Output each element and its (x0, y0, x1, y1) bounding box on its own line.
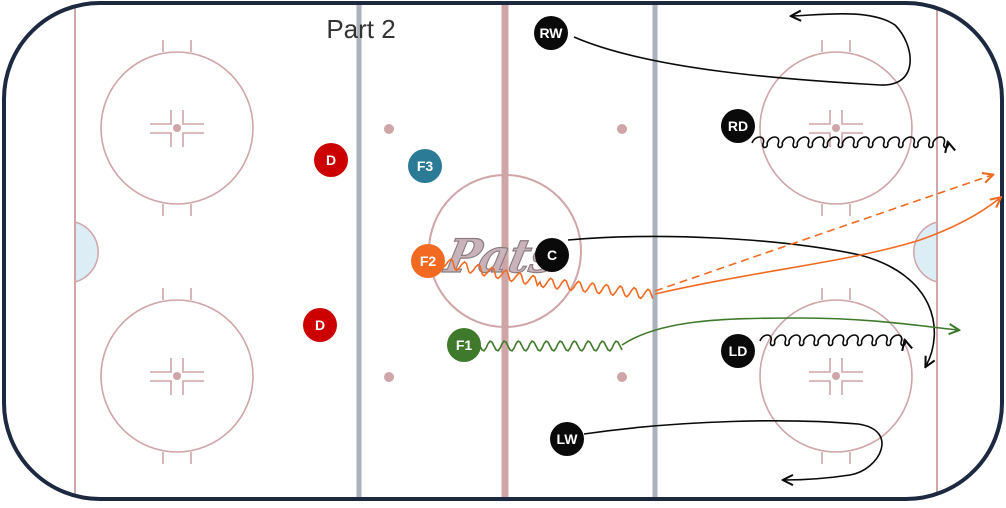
player-circle (550, 422, 584, 456)
player-token-d-bottom: D (303, 308, 337, 342)
neutral-dot (617, 372, 627, 382)
player-label: C (547, 247, 557, 263)
neutral-dot (617, 124, 627, 134)
rw-skate-path (573, 14, 911, 86)
left-goal-crease (74, 221, 99, 283)
player-label: RD (728, 118, 748, 134)
player-circle (534, 16, 568, 50)
player-label: F1 (456, 337, 473, 353)
faceoff-circle-left-top (100, 40, 254, 216)
faceoff-dot-right-top (832, 124, 840, 132)
right-goal-crease (913, 221, 938, 283)
rd-backward-skate-path (751, 136, 948, 148)
faceoff-dot-left-top (173, 124, 181, 132)
player-circle (721, 109, 755, 143)
player-token-f3: F3 (408, 149, 442, 183)
neutral-dot (384, 372, 394, 382)
faceoff-dot-left-bottom (173, 372, 181, 380)
player-label: RW (539, 25, 563, 41)
ld-backward-skate-path (759, 334, 905, 346)
faceoff-circle-right-bottom (759, 288, 913, 464)
player-token-rw: RW (534, 16, 568, 50)
faceoff-circle-right-top (759, 40, 913, 216)
player-token-rd: RD (721, 109, 755, 143)
player-token-f2: F2 (411, 244, 445, 278)
c-skate-path (567, 235, 934, 366)
player-label: LW (557, 431, 579, 447)
player-token-lw: LW (550, 422, 584, 456)
player-circle (303, 308, 337, 342)
player-label: D (315, 317, 325, 333)
player-label: D (326, 152, 336, 168)
faceoff-circle-left-bottom (100, 288, 254, 464)
player-circle (408, 149, 442, 183)
player-circle (721, 334, 755, 368)
f1-skate-path (621, 317, 958, 346)
faceoff-dot-right-bottom (832, 372, 840, 380)
player-token-c: C (535, 238, 569, 272)
player-label: F3 (417, 158, 434, 174)
player-label: F2 (420, 253, 437, 269)
f1-puck-carry-path (479, 340, 623, 352)
neutral-dot (384, 124, 394, 134)
player-circle (535, 238, 569, 272)
player-token-ld: LD (721, 334, 755, 368)
drill-title: Part 2 (326, 14, 395, 44)
player-circle (447, 328, 481, 362)
player-circle (314, 143, 348, 177)
f2-pass-path (654, 175, 992, 292)
player-token-d-top: D (314, 143, 348, 177)
player-token-f1: F1 (447, 328, 481, 362)
f2-puck-carry-path (439, 258, 654, 300)
player-circle (411, 244, 445, 278)
lw-skate-path (583, 420, 883, 480)
player-label: LD (729, 343, 748, 359)
f2-skate-path (654, 198, 1000, 295)
